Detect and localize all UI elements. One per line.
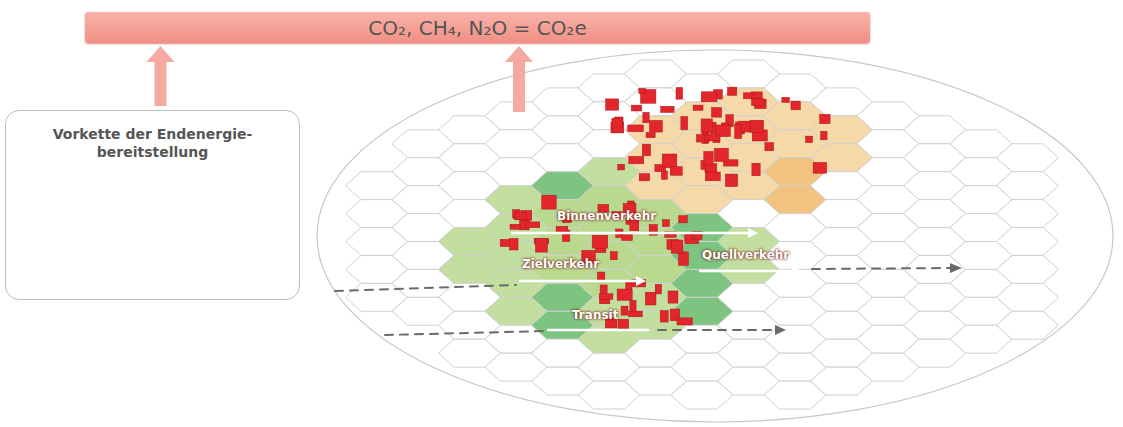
building — [705, 172, 720, 181]
hex-cell — [997, 283, 1059, 311]
hex-cell — [997, 228, 1059, 256]
building — [535, 238, 547, 252]
building — [629, 311, 643, 317]
building — [639, 88, 646, 93]
building — [525, 222, 539, 228]
building — [813, 162, 826, 173]
building — [617, 289, 632, 300]
building — [661, 171, 667, 179]
building — [744, 93, 754, 99]
building — [735, 125, 742, 139]
building — [725, 174, 737, 186]
building — [791, 101, 800, 110]
building — [660, 311, 668, 323]
hex-grid — [346, 60, 1059, 409]
building — [705, 135, 720, 141]
building — [662, 220, 669, 227]
building — [514, 214, 526, 220]
building — [639, 174, 649, 181]
hex-cell — [997, 255, 1059, 283]
emission-arrow — [505, 46, 533, 112]
building — [599, 294, 613, 300]
building — [661, 106, 674, 112]
buildings — [500, 87, 830, 329]
traffic-label: Zielverkehr — [522, 257, 599, 271]
traffic-label: Transit — [572, 308, 618, 322]
building — [821, 131, 827, 140]
building — [600, 285, 607, 294]
building — [820, 114, 830, 123]
building — [606, 99, 619, 110]
node-text: Vorkette der Endenergie- bereitstellung — [53, 125, 253, 161]
emission-arrow — [147, 46, 175, 106]
building — [701, 92, 717, 102]
region-ellipse — [317, 50, 1113, 422]
building — [592, 235, 608, 248]
building — [712, 108, 722, 118]
building — [618, 164, 625, 170]
traffic-label: Quellverkehr — [702, 248, 789, 262]
building — [510, 238, 518, 250]
building — [618, 319, 629, 329]
building — [676, 87, 683, 99]
emissions-bar: CO₂, CH₄, N₂O = CO₂e — [85, 12, 870, 43]
supply-chain-box: Vorkette der Endenergie- bereitstellung — [5, 110, 300, 300]
building — [750, 120, 764, 132]
building — [728, 87, 737, 95]
building — [642, 144, 650, 156]
building — [677, 318, 692, 325]
building — [629, 156, 644, 163]
traffic-label: Binnenverkehr — [557, 209, 656, 223]
arrow-shaft — [155, 60, 167, 106]
building — [515, 213, 526, 220]
building — [621, 235, 632, 241]
building — [701, 119, 712, 132]
building — [662, 154, 677, 168]
building — [610, 252, 617, 260]
building — [655, 284, 661, 293]
building — [646, 132, 655, 137]
hex-cell — [997, 200, 1059, 228]
building — [681, 117, 688, 130]
building — [693, 105, 703, 110]
arrow-head — [147, 46, 175, 62]
building — [612, 118, 623, 132]
building — [782, 97, 790, 102]
building — [670, 167, 682, 176]
building — [510, 224, 521, 229]
building — [679, 216, 687, 223]
building — [671, 240, 683, 253]
building — [806, 136, 813, 142]
building — [704, 151, 713, 164]
traffic-arrows — [335, 228, 962, 335]
building — [621, 306, 628, 315]
building — [668, 291, 678, 303]
building — [752, 99, 765, 106]
hex-cell — [997, 311, 1059, 339]
building — [752, 163, 760, 175]
building — [679, 252, 689, 266]
building — [542, 195, 556, 209]
node-text: CO₂, CH₄, N₂O = CO₂e — [368, 16, 586, 40]
building — [631, 105, 642, 111]
building — [649, 120, 662, 132]
hex-cell — [997, 144, 1059, 172]
building — [765, 143, 774, 151]
building — [628, 125, 644, 132]
building — [630, 300, 636, 312]
building — [714, 148, 728, 161]
hex-cell — [997, 172, 1059, 200]
building — [597, 272, 604, 280]
building — [643, 112, 649, 122]
building — [645, 292, 656, 305]
